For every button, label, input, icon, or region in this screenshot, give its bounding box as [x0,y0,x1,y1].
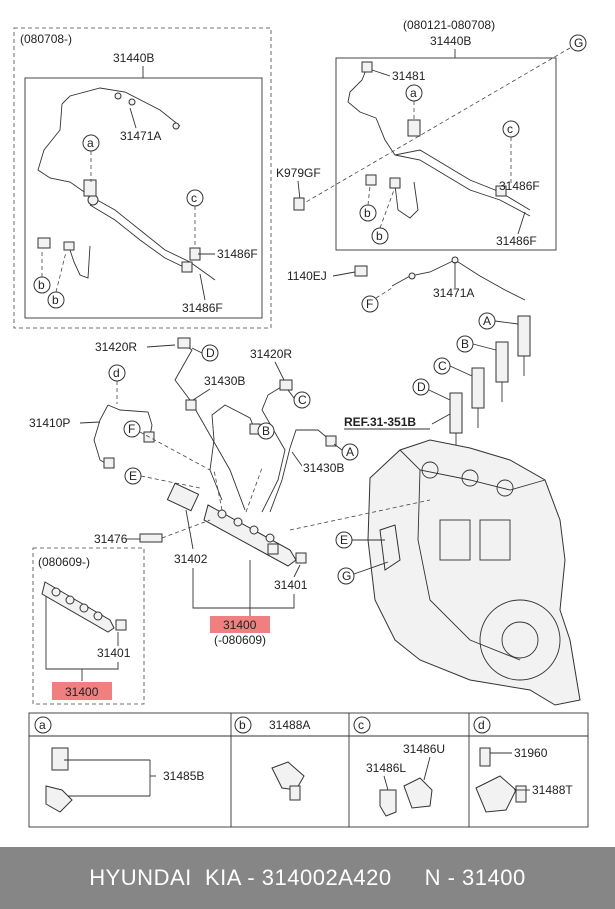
left-period-label: (080708-) [20,32,72,46]
svg-text:b: b [376,229,383,243]
left-top-dashed-box [13,27,272,329]
parts-diagram: (080708-) 31440B 31471A a c 31486F 31486… [13,18,589,828]
part-31401-a[interactable]: 31401 [274,578,308,592]
pipe-31420R-a [174,337,246,511]
callout-G-top [569,34,587,52]
part-31488T[interactable]: 31488T [532,783,573,797]
legend-cell-b: b 31488A [234,716,310,801]
svg-text:a: a [39,718,46,732]
svg-text:G: G [574,36,583,50]
part-31400-inset[interactable]: 31400 [65,685,99,699]
return-hose-assembly-right [347,61,531,219]
svg-text:B: B [461,337,469,351]
callout-F-top [361,295,379,313]
part-31400-period: (-080609) [214,633,266,647]
ref-31-351B-link[interactable]: REF.31-351B [344,415,416,429]
pipe-31430B-b [269,429,337,513]
part-31486F-left-b[interactable]: 31486F [182,301,223,315]
callout-F-pipe [123,420,141,438]
part-31420R-a[interactable]: 31420R [95,340,137,354]
svg-text:B: B [262,424,270,438]
return-hose-assembly-left [37,87,216,281]
part-31481[interactable]: 31481 [392,69,426,83]
svg-text:a: a [410,86,417,100]
callout-B-pipe [257,422,275,440]
pipe-31430B-a [185,399,261,501]
svg-text:F: F [366,297,373,311]
highlight-31400-inset [52,682,112,700]
part-31440B-right[interactable]: 31440B [430,34,471,48]
svg-text:b: b [52,293,59,307]
part-31485B[interactable]: 31485B [163,769,204,783]
part-31476[interactable]: 31476 [94,532,128,546]
svg-text:F: F [128,422,135,436]
svg-text:D: D [206,346,215,360]
svg-text:b: b [38,278,45,292]
part-31402[interactable]: 31402 [174,552,208,566]
inset-period-label: (080609-) [38,555,90,569]
highlight-31400-main [210,616,270,633]
part-31430B-a[interactable]: 31430B [204,374,245,388]
svg-text:c: c [358,718,364,732]
svg-text:b: b [239,718,246,732]
part-31471A-right[interactable]: 31471A [433,286,474,300]
part-31486U[interactable]: 31486U [403,742,445,756]
legend-cell-d: d 31960 31488T [473,716,573,813]
part-31486F-right-b[interactable]: 31486F [496,234,537,248]
common-rail [166,482,307,567]
svg-text:D: D [417,380,426,394]
footer-bar: HYUNDAI KIA - 314002A420 N - 31400 [0,847,615,909]
svg-text:d: d [113,366,120,380]
inset-dashed-box [32,547,145,705]
part-31486L[interactable]: 31486L [366,761,406,775]
bolt-31476 [139,533,163,543]
return-hose-31471A [391,256,526,301]
svg-text:c: c [507,122,513,136]
right-period-label: (080121-080708) [403,18,495,32]
bolt-K979GF [293,197,305,211]
callout-D-injector [412,378,430,396]
injectors [449,315,531,452]
legend-table [28,712,589,828]
svg-text:C: C [438,359,447,373]
svg-text:E: E [129,469,137,483]
part-31486F-right-a[interactable]: 31486F [499,179,540,193]
part-31486F-left-a[interactable]: 31486F [217,247,258,261]
part-31410P[interactable]: 31410P [29,416,70,430]
svg-text:A: A [483,314,491,328]
svg-text:E: E [340,533,348,547]
svg-text:A: A [346,445,354,459]
right-top-box [335,57,557,251]
svg-text:G: G [342,569,351,583]
part-1140EJ[interactable]: 1140EJ [287,269,327,283]
legend-cell-a: a 31485B [34,716,204,813]
part-31488A[interactable]: 31488A [269,718,310,732]
inset-common-rail [41,581,127,633]
part-31400-main[interactable]: 31400 [223,618,257,632]
footer-text: HYUNDAI KIA - 314002A420 N - 31400 [89,865,526,890]
svg-text:a: a [87,136,94,150]
callout-G-engine [337,567,355,585]
part-K979GF[interactable]: K979GF [276,166,321,180]
part-31420R-b[interactable]: 31420R [250,347,292,361]
svg-text:d: d [478,718,485,732]
bolt-1140EJ [354,265,368,277]
svg-text:C: C [298,393,307,407]
part-31471A-left[interactable]: 31471A [120,129,161,143]
svg-text:b: b [364,206,371,220]
part-31401-b[interactable]: 31401 [97,646,131,660]
part-31960[interactable]: 31960 [514,746,548,760]
callout-A-pipe [341,443,359,461]
part-31430B-b[interactable]: 31430B [303,461,344,475]
engine-block [367,439,581,706]
pipe-31410P [93,404,155,469]
legend-cell-c: c 31486U 31486L [353,716,445,817]
callout-C-pipe [293,391,311,409]
svg-text:c: c [191,191,197,205]
left-top-inner-box [24,77,263,319]
part-31440B-left[interactable]: 31440B [113,51,154,65]
